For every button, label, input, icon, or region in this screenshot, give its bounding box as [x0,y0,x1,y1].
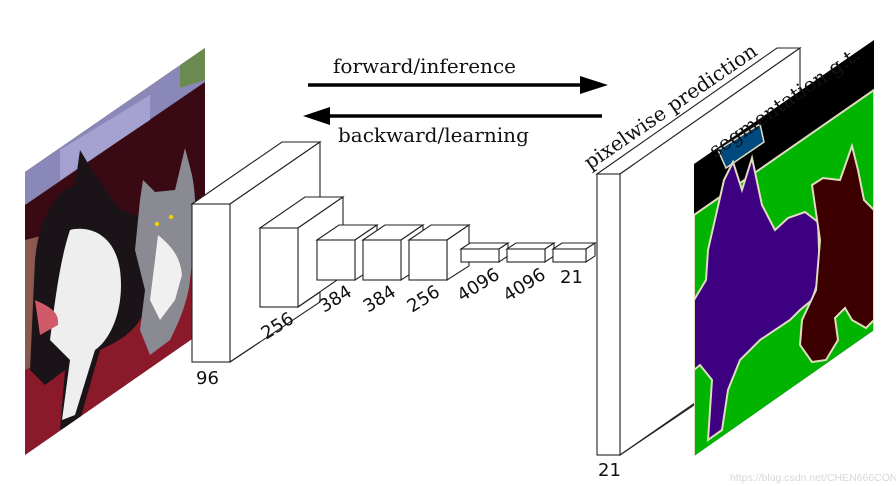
seg-dog [694,154,822,443]
layer-label-384-b: 384 [360,281,400,317]
watermark: https://blog.csdn.net/CHEN666CONG [730,472,896,484]
layer-label-96: 96 [196,368,219,389]
connector-line [297,291,321,308]
backward-label: backward/learning [338,123,529,147]
photo-cat-white-chest [150,235,182,320]
forward-label: forward/inference [333,54,516,78]
layer-block-4096-b [505,241,556,264]
connector-line [229,341,261,363]
layer-label-256-b: 256 [404,281,444,317]
input-image [25,48,205,455]
layer-label-4096-b: 4096 [500,264,550,306]
segmentation-gt-image [694,40,874,456]
layer-block-256-b [407,223,471,282]
photo-dog-white-fur [50,228,121,420]
seg-bottle [717,122,765,170]
arrow-left-icon [303,107,330,125]
network-layers [190,140,597,364]
photo-cat-eye-left [154,221,160,227]
prediction-channels-label: 21 [598,460,621,481]
layer-label-21: 21 [560,267,583,288]
seg-cat [798,142,874,364]
connector-line [619,404,695,456]
forward-arrow [308,76,608,94]
photo-cat-eye-right [168,214,174,220]
layer-block-4096-a [459,241,510,264]
backward-arrow [303,107,602,125]
arrow-right-icon [580,76,608,94]
photo-dog-tongue [35,300,59,335]
layer-block-21 [551,241,597,264]
